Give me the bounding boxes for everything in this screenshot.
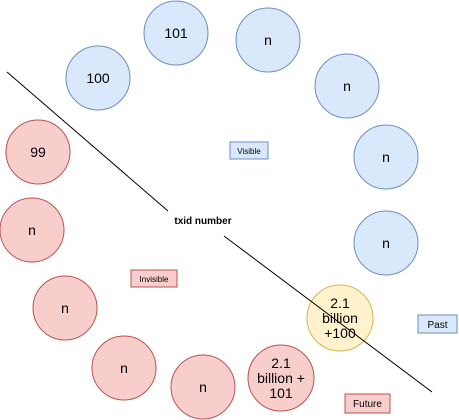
visible-label-box: Visible	[229, 141, 269, 160]
txid-node-circle	[170, 354, 236, 420]
txid-node-f4: n	[0, 197, 65, 263]
txid-node-circle	[353, 210, 419, 276]
future-label-box: Future	[344, 393, 391, 414]
txid-node-circle	[353, 124, 419, 190]
txid-node-circle	[314, 53, 380, 119]
center-label: txid number	[174, 216, 231, 227]
txid-node-circle	[0, 197, 65, 263]
past-box	[417, 314, 458, 334]
txid-node-label: n	[61, 300, 69, 316]
txid-node-n101: 101	[143, 0, 209, 66]
invisible-label-box: Invisible	[130, 269, 178, 288]
txid-node-circle	[143, 0, 209, 66]
txid-node-p1: n	[235, 7, 301, 73]
txid-node-label: n	[382, 149, 390, 165]
txid-node-f3: n	[32, 275, 98, 341]
divider-line-upper	[6, 71, 169, 212]
txid-node-label: n	[264, 32, 272, 48]
txid-node-label: n	[28, 222, 36, 238]
invisible-box	[130, 269, 178, 288]
txid-node-label: 2.1	[271, 355, 291, 371]
txid-node-circle	[306, 284, 374, 352]
txid-node-label: billion	[322, 310, 358, 326]
txid-node-p2: n	[314, 53, 380, 119]
visible-box	[229, 141, 269, 160]
txid-node-label: 99	[30, 144, 46, 160]
txid-node-f2: n	[91, 335, 157, 401]
visible-label: Visible	[237, 147, 261, 156]
txid-node-f1: n	[170, 354, 236, 420]
future-box	[344, 393, 391, 414]
txid-node-label: n	[382, 235, 390, 251]
txid-node-label: n	[343, 78, 351, 94]
txid-node-label: 101	[164, 25, 188, 41]
txid-node-circle	[247, 344, 315, 412]
txid-node-n100: 100	[65, 45, 131, 111]
txid-node-label: 2.1	[330, 295, 350, 311]
txid-node-label: 101	[269, 385, 293, 401]
txid-node-label: billion +	[257, 370, 305, 386]
txid-node-p3: n	[353, 124, 419, 190]
past-label-box: Past	[417, 314, 458, 334]
txid-node-label: n	[120, 360, 128, 376]
txid-node-circle	[5, 119, 71, 185]
txid-node-n99: 99	[5, 119, 71, 185]
txid-node-p4: n	[353, 210, 419, 276]
txid-node-circle	[91, 335, 157, 401]
txid-node-circle	[32, 275, 98, 341]
future-label: Future	[353, 399, 382, 410]
txid-node-circle	[65, 45, 131, 111]
divider-line-lower	[223, 235, 433, 393]
txid-node-label: n	[199, 379, 207, 395]
past-label: Past	[427, 320, 447, 331]
invisible-label: Invisible	[140, 275, 169, 284]
txid-node-label: +100	[324, 325, 356, 341]
txid-node-label: 100	[86, 70, 110, 86]
txid-node-circle	[235, 7, 301, 73]
